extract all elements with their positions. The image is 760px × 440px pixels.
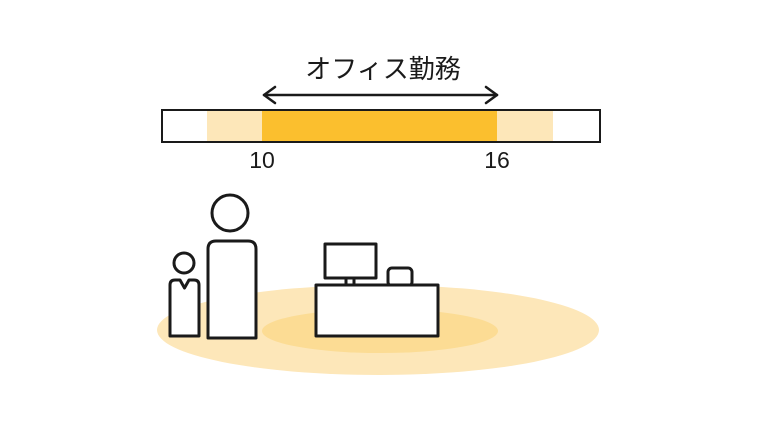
adult-head — [210, 193, 250, 233]
monitor-icon — [323, 242, 378, 280]
flex-hours-left-segment — [207, 110, 262, 142]
adult-body — [206, 239, 258, 340]
tick-label-end: 16 — [484, 147, 510, 173]
title-label: オフィス勤務 — [305, 55, 460, 85]
desk-icon — [314, 242, 440, 338]
span-arrow — [262, 85, 499, 105]
timeline-bar — [161, 109, 601, 143]
tick-label-start: 10 — [249, 147, 275, 173]
child-person-icon — [168, 251, 201, 338]
bar-outline — [161, 109, 601, 143]
child-head — [172, 251, 196, 275]
desk-box-icon — [386, 266, 414, 288]
desk-body — [314, 283, 440, 338]
arrow-head-right — [484, 85, 499, 105]
adult-person-icon — [206, 193, 258, 340]
flex-hours-right-segment — [497, 110, 553, 142]
child-body — [168, 278, 201, 338]
core-hours-segment — [262, 110, 497, 142]
arrow-head-left — [262, 85, 277, 105]
